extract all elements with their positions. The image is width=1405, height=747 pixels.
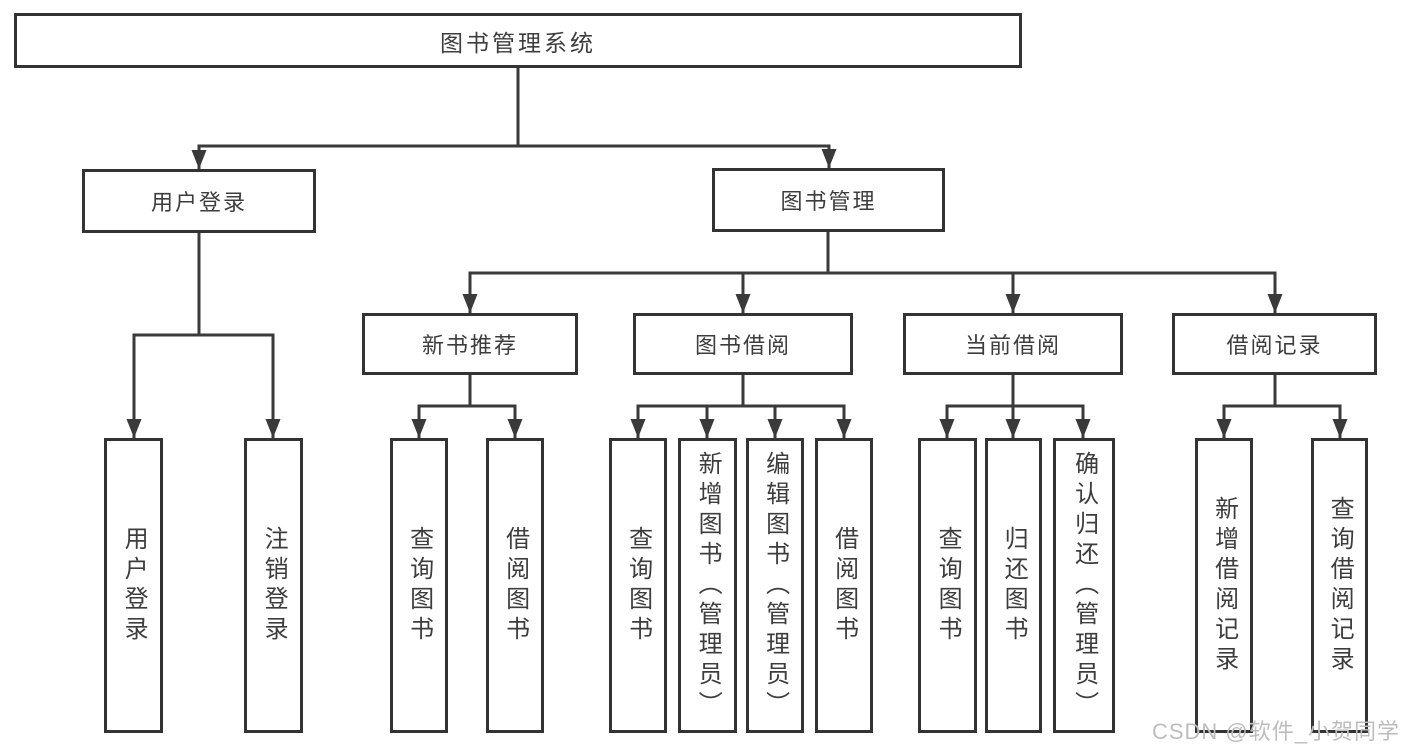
leaf-label: 新增借阅记录 <box>1210 495 1238 676</box>
leaf-query-books-1: 查询图书 <box>390 438 448 733</box>
leaf-label: 用户登录 <box>120 525 148 646</box>
leaf-logout: 注销登录 <box>244 438 303 733</box>
node-book-borrowing: 图书借阅 <box>633 313 853 375</box>
leaf-label: 新增图书（管理员） <box>694 450 722 721</box>
leaf-label: 查询图书 <box>624 525 652 646</box>
node-current-borrowing: 当前借阅 <box>903 313 1123 375</box>
leaf-borrow-books-1: 借阅图书 <box>486 438 544 733</box>
leaf-query-books-3: 查询图书 <box>918 438 977 733</box>
leaf-label: 借阅图书 <box>830 525 858 646</box>
leaf-label: 查询图书 <box>405 525 433 646</box>
leaf-user-login: 用户登录 <box>104 438 163 733</box>
leaf-label: 编辑图书（管理员） <box>761 450 789 721</box>
leaf-add-borrow-record: 新增借阅记录 <box>1195 438 1253 733</box>
leaf-return-books: 归还图书 <box>985 438 1042 733</box>
leaf-query-borrow-record: 查询借阅记录 <box>1311 438 1368 733</box>
leaf-add-books-admin: 新增图书（管理员） <box>678 438 737 733</box>
node-book-management: 图书管理 <box>712 168 945 232</box>
leaf-label: 注销登录 <box>260 525 288 646</box>
node-new-book-recommend: 新书推荐 <box>362 313 578 375</box>
leaf-label: 归还图书 <box>1000 525 1028 646</box>
node-root-system: 图书管理系统 <box>14 13 1022 68</box>
leaf-label: 确认归还（管理员） <box>1070 450 1098 721</box>
leaf-query-books-2: 查询图书 <box>609 438 667 733</box>
leaf-label: 查询借阅记录 <box>1326 495 1354 676</box>
leaf-confirm-return-admin: 确认归还（管理员） <box>1053 438 1115 733</box>
node-borrowing-records: 借阅记录 <box>1172 313 1377 375</box>
leaf-borrow-books-2: 借阅图书 <box>815 438 873 733</box>
leaf-label: 查询图书 <box>934 525 962 646</box>
leaf-edit-books-admin: 编辑图书（管理员） <box>746 438 804 733</box>
leaf-label: 借阅图书 <box>501 525 529 646</box>
node-user-login: 用户登录 <box>82 169 316 233</box>
csdn-watermark: CSDN @软件_小贺同学 <box>1151 719 1400 744</box>
